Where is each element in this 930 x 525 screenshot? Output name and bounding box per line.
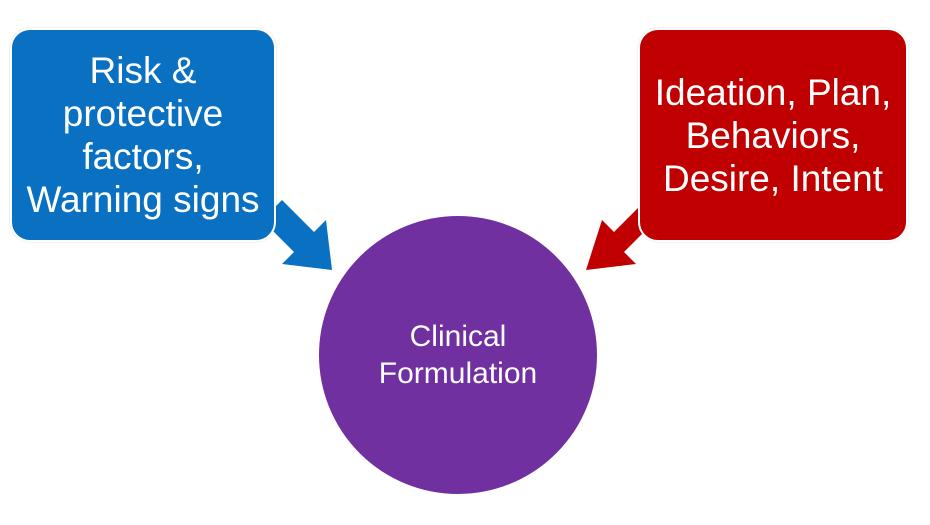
clinical-formulation-line-1: Clinical bbox=[409, 320, 507, 353]
risk-factors-box: Risk & protective factors, Warning signs bbox=[10, 28, 276, 242]
ideation-line-2: Behaviors, bbox=[685, 114, 861, 156]
risk-factors-line-3: factors, bbox=[82, 136, 204, 177]
risk-factors-line-2: protective bbox=[62, 93, 224, 134]
ideation-line-3: Desire, Intent bbox=[662, 157, 884, 199]
clinical-formulation-line-2: Formulation bbox=[378, 357, 538, 390]
risk-factors-line-1: Risk & bbox=[89, 50, 197, 91]
clinical-formulation-circle: Clinical Formulation bbox=[317, 214, 599, 496]
left-to-center-arrow bbox=[262, 200, 332, 270]
ideation-line-1: Ideation, Plan, bbox=[654, 71, 892, 113]
risk-factors-line-4: Warning signs bbox=[26, 179, 260, 220]
ideation-box: Ideation, Plan, Behaviors, Desire, Inten… bbox=[638, 28, 908, 242]
